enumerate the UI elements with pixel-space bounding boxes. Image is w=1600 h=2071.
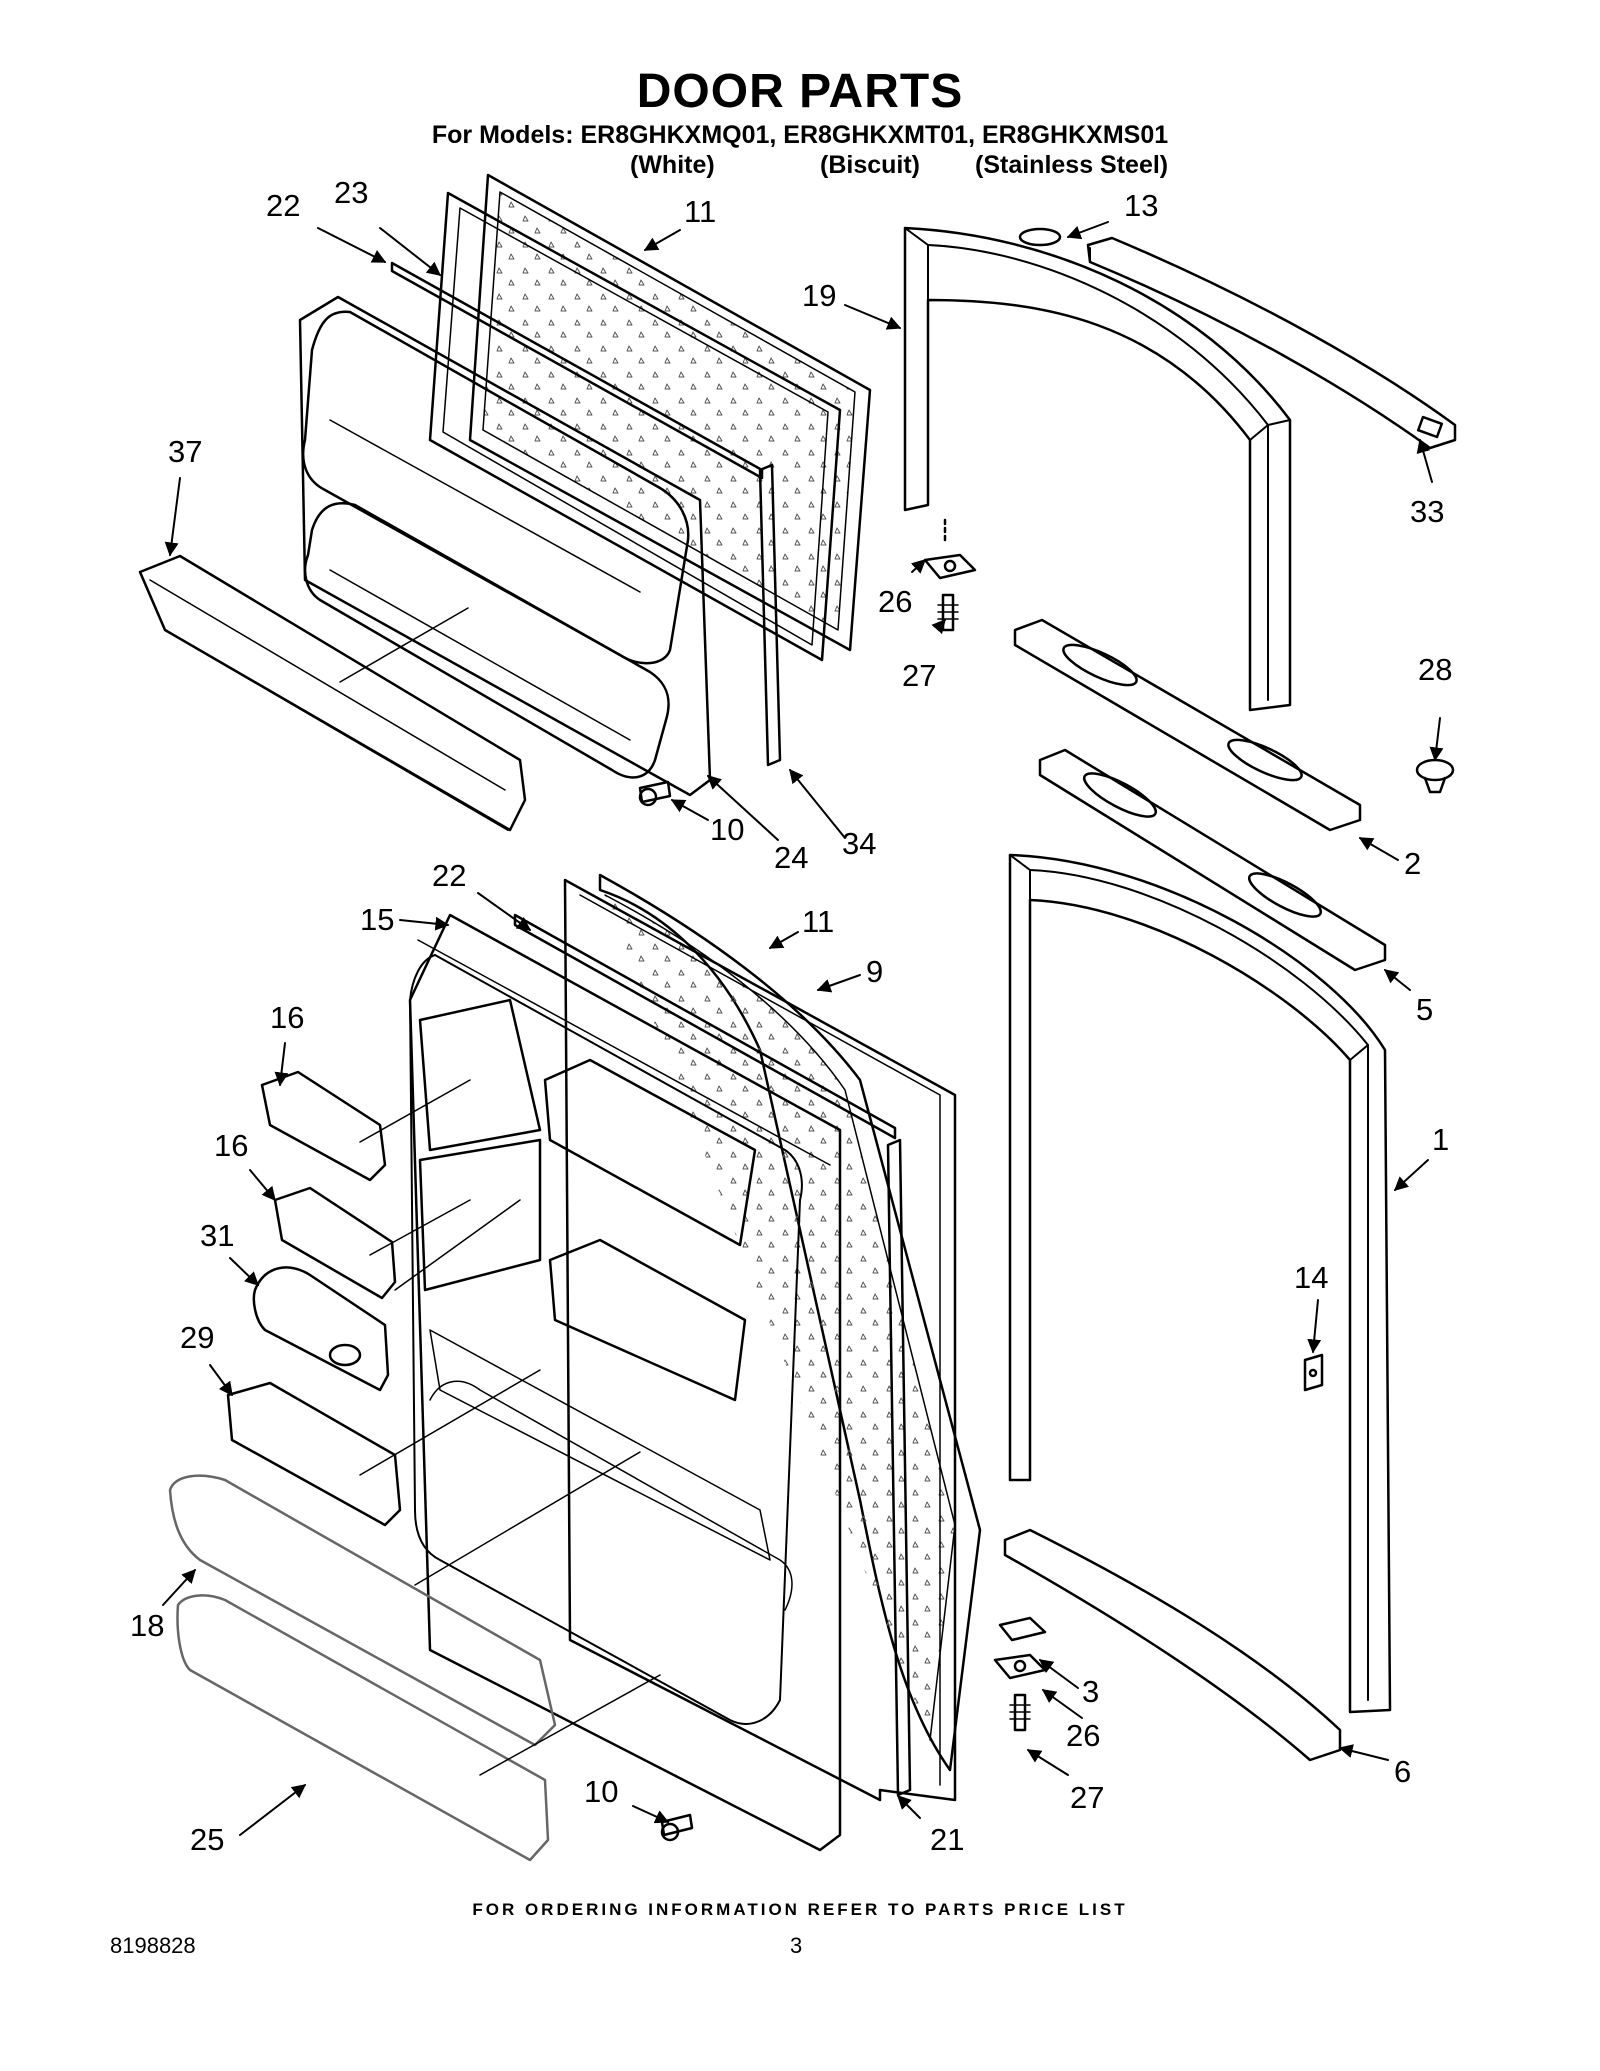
callout-19: 19 (802, 278, 836, 313)
callout-18: 18 (130, 1608, 164, 1643)
fresh-food-handle (1038, 748, 1387, 972)
door-bin-16-upper (260, 1070, 387, 1182)
callout-9: 9 (866, 954, 883, 989)
callout-27-top: 27 (902, 658, 936, 693)
dairy-door-31 (252, 1266, 390, 1392)
callout-16-lower: 16 (214, 1128, 248, 1163)
document-number: 8198828 (110, 1933, 196, 1958)
callout-23: 23 (334, 175, 368, 210)
callout-16-upper: 16 (270, 1000, 304, 1035)
callout-28: 28 (1418, 652, 1452, 687)
fresh-food-door-liner (408, 913, 842, 1852)
door-bracket (1303, 1353, 1324, 1392)
fresh-food-outer-door (1008, 853, 1392, 1714)
page-number: 3 (790, 1933, 803, 1958)
callout-34: 34 (842, 826, 876, 861)
fresh-food-door-seal (563, 878, 957, 1802)
freezer-door-bin (138, 554, 527, 832)
callout-1: 1 (1432, 1122, 1449, 1157)
callout-27-bottom: 27 (1070, 1780, 1104, 1815)
freezer-outer-door (903, 226, 1292, 712)
ordering-note: FOR ORDERING INFORMATION REFER TO PARTS … (472, 1900, 1128, 1919)
callout-14: 14 (1294, 1260, 1328, 1295)
callout-11-bottom: 11 (802, 904, 834, 939)
callout-25: 25 (190, 1822, 224, 1857)
fresh-food-trim-strip (513, 913, 897, 1140)
callout-15: 15 (360, 902, 394, 937)
callout-26-top: 26 (878, 584, 912, 619)
callout-31: 31 (200, 1218, 234, 1253)
freezer-trim-strip (390, 261, 764, 480)
handle-plug (1415, 758, 1455, 794)
callout-labels: 22 23 11 19 13 33 37 26 27 28 10 24 34 2… (130, 175, 1452, 1857)
models-line: For Models: ER8GHKXMQ01, ER8GHKXMT01, ER… (431, 121, 1169, 149)
callout-33: 33 (1410, 494, 1444, 529)
callout-3: 3 (1082, 1674, 1099, 1709)
door-plug (1018, 227, 1062, 247)
finish-biscuit: (Biscuit) (820, 151, 920, 179)
callout-22-bottom: 22 (432, 858, 466, 893)
callout-11-top: 11 (684, 194, 716, 229)
freezer-liner-strip (758, 463, 782, 767)
fresh-food-gasket (598, 873, 982, 1772)
freezer-top-trim (1086, 236, 1457, 450)
callout-5: 5 (1416, 992, 1433, 1027)
fresh-food-liner-strip (886, 1138, 912, 1797)
page-title: DOOR PARTS (636, 65, 964, 118)
callout-6: 6 (1394, 1754, 1411, 1789)
finish-stainless: (Stainless Steel) (975, 151, 1169, 179)
finish-white: (White) (630, 151, 715, 179)
callout-37: 37 (168, 434, 202, 469)
callout-13: 13 (1124, 188, 1158, 223)
upper-hinge (923, 518, 977, 632)
callout-21: 21 (930, 1822, 964, 1857)
freezer-door-liner (298, 295, 712, 797)
callout-2: 2 (1404, 846, 1421, 881)
callout-29: 29 (180, 1320, 214, 1355)
fresh-food-screw (660, 1813, 694, 1842)
callout-arrows (162, 221, 1444, 1836)
door-bin-29 (226, 1381, 402, 1527)
freezer-handle (1013, 618, 1362, 832)
freezer-door-seal (428, 191, 842, 662)
fresh-food-bottom-trim (1003, 1528, 1342, 1762)
freezer-screw (638, 780, 672, 807)
callout-26-bottom: 26 (1066, 1718, 1100, 1753)
callout-10-top: 10 (710, 812, 744, 847)
door-bin-25 (176, 1594, 550, 1862)
door-bin-16-lower (273, 1186, 397, 1300)
door-bin-18 (168, 1474, 557, 1747)
callout-24: 24 (774, 840, 808, 875)
callout-22-top: 22 (266, 188, 300, 223)
callout-10-bottom: 10 (584, 1774, 618, 1809)
lower-hinge (993, 1616, 1047, 1732)
